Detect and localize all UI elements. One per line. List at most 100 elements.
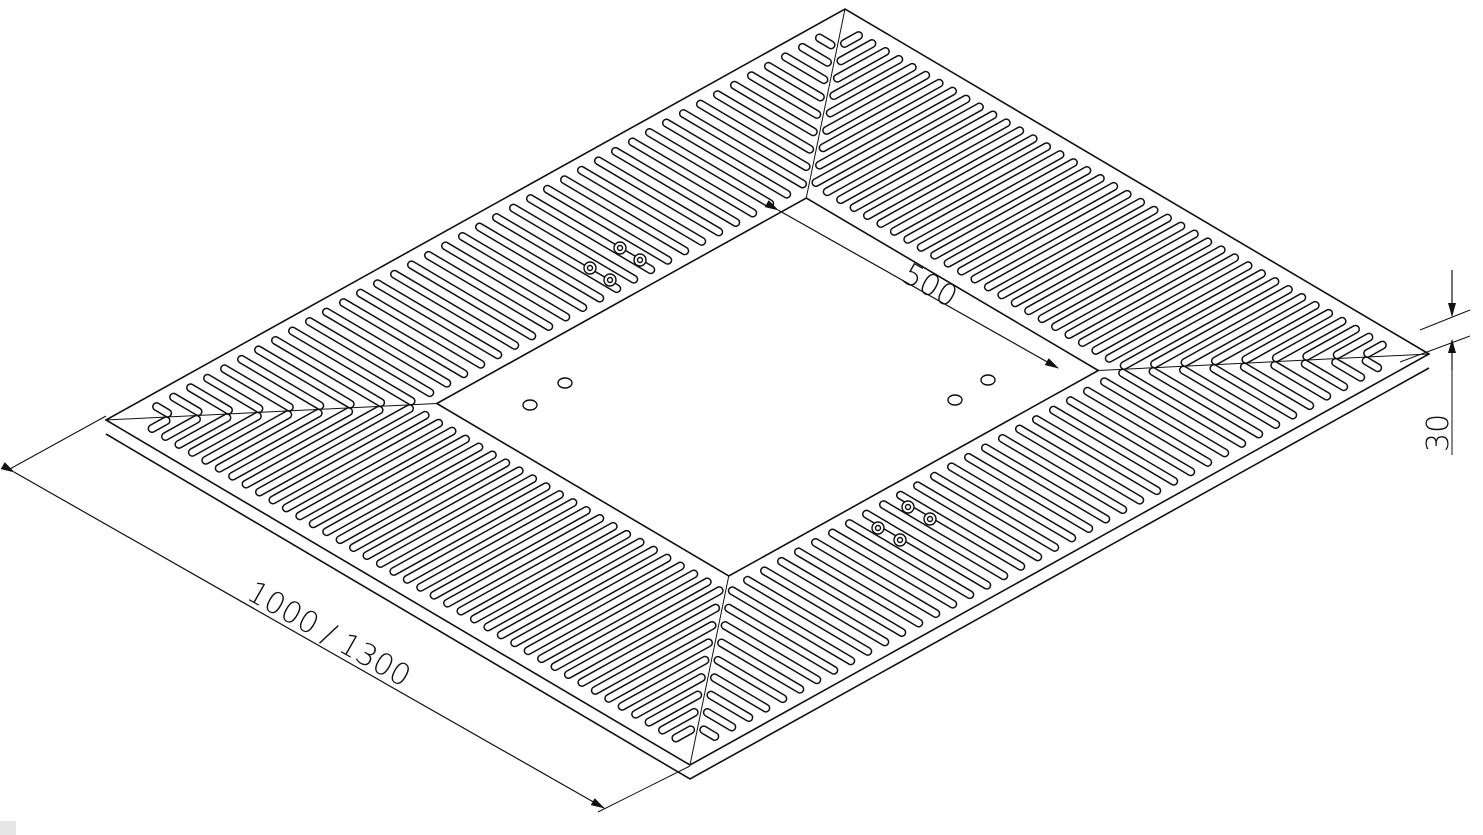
grate-slot xyxy=(1361,356,1383,373)
slot-opening xyxy=(837,40,875,64)
slot-opening xyxy=(187,384,232,414)
grate-slot xyxy=(1048,405,1179,486)
bolt-icon xyxy=(522,399,538,411)
slot-opening xyxy=(1079,254,1238,346)
slot-opening xyxy=(221,365,293,411)
grate-slot xyxy=(1099,377,1230,458)
panel-seam xyxy=(1098,353,1430,371)
grate-slot xyxy=(1300,359,1349,392)
slot-opening xyxy=(1180,366,1279,428)
slot-opening xyxy=(1084,388,1211,466)
slot-opening xyxy=(391,271,518,349)
grate-slot xyxy=(1148,367,1264,439)
grate-slot xyxy=(1239,362,1315,411)
grate-slot xyxy=(836,110,998,205)
grate-slot xyxy=(810,537,941,619)
grate-slot xyxy=(201,410,293,465)
slot-opening xyxy=(357,290,484,368)
slot-opening xyxy=(837,111,996,203)
slot-opening xyxy=(204,375,262,412)
slot-opening xyxy=(799,44,831,66)
slot-opening xyxy=(812,539,939,617)
slot-opening xyxy=(948,463,1075,541)
bolt-icon xyxy=(980,374,996,386)
grate-slot xyxy=(593,156,724,237)
grate-slot xyxy=(1014,424,1145,505)
slot-opening xyxy=(1271,362,1330,400)
nut-hole xyxy=(896,536,904,544)
grate-slot xyxy=(604,638,713,703)
slot-opening xyxy=(841,32,862,47)
slot-opening xyxy=(459,233,586,311)
grate-slot xyxy=(836,39,877,66)
grate-slot xyxy=(797,42,833,67)
slot-opening xyxy=(1052,238,1211,330)
grate-slot xyxy=(814,33,836,50)
slot-opening xyxy=(744,577,871,655)
grate-slot xyxy=(777,556,907,637)
slot-opening xyxy=(527,195,654,273)
grate-slot xyxy=(822,70,931,135)
slot-opening xyxy=(1241,363,1313,409)
grate-slot xyxy=(746,71,822,119)
grate-slot xyxy=(661,118,792,199)
slot-opening xyxy=(646,129,773,207)
slot-opening xyxy=(306,318,433,396)
slot-opening xyxy=(1212,302,1319,364)
slot-opening xyxy=(1033,416,1160,494)
slot-opening xyxy=(704,709,735,730)
slot-opening xyxy=(1182,294,1305,366)
grate-slot xyxy=(254,345,355,409)
bolts xyxy=(522,241,996,547)
grate-slot xyxy=(861,509,992,590)
slot-opening xyxy=(707,692,752,721)
grate-slot xyxy=(631,673,706,719)
grate-slot xyxy=(699,725,720,741)
slot-opening xyxy=(476,224,603,302)
grate-slot xyxy=(1118,368,1247,448)
slot-opening xyxy=(1210,365,1296,419)
grate-slot xyxy=(720,621,822,685)
slot-opening xyxy=(629,138,756,217)
slot-opening xyxy=(765,63,824,101)
slot-opening xyxy=(700,726,718,740)
grate-slot xyxy=(1150,285,1293,369)
slot-opening xyxy=(820,80,943,151)
grate-slot xyxy=(152,402,173,418)
slot-opening xyxy=(1039,231,1198,322)
slot-opening xyxy=(1119,370,1245,447)
grate-slot xyxy=(657,707,699,735)
slot-opening xyxy=(897,492,1024,570)
slot-opening xyxy=(544,186,671,264)
slot-opening xyxy=(408,261,535,339)
slot-opening xyxy=(510,205,637,283)
slot-opening xyxy=(672,726,694,742)
slot-opening xyxy=(711,674,769,712)
grate-slot xyxy=(1209,363,1298,420)
slot-opening xyxy=(561,176,688,254)
grate-slot xyxy=(237,354,325,411)
slot-opening xyxy=(202,411,291,464)
slot-opening xyxy=(1106,270,1265,362)
corner-mark xyxy=(0,821,16,835)
dimension-label-1000-1300: 1000 / 1300 xyxy=(241,575,417,695)
grate-slot xyxy=(576,165,707,246)
slot-opening xyxy=(863,511,990,589)
grate-slot xyxy=(617,655,710,711)
grate-slot xyxy=(1065,396,1196,477)
slot-opening xyxy=(761,567,888,645)
grate-slot xyxy=(508,203,639,284)
slot-opening xyxy=(880,501,1007,579)
grate-slot xyxy=(827,528,958,609)
bolt-icon xyxy=(557,377,573,389)
slot-opening xyxy=(1334,334,1372,358)
grate-slot xyxy=(1119,277,1280,370)
slot-opening xyxy=(1332,359,1364,381)
bolt-icon xyxy=(947,394,963,406)
grate-slot xyxy=(174,413,232,449)
grate-slot xyxy=(695,99,811,172)
grate-slot xyxy=(839,31,864,48)
grate-slot xyxy=(1210,300,1320,366)
grate-slot xyxy=(203,373,264,414)
slot-opening xyxy=(999,435,1126,513)
